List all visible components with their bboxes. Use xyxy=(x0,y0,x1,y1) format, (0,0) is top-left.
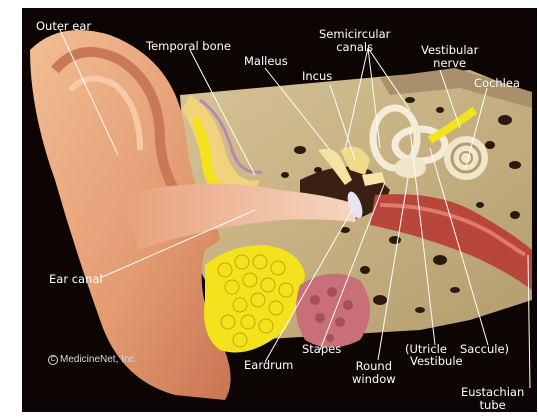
label-semicircular-line2: canals xyxy=(319,41,390,54)
vestibule-shape xyxy=(394,158,426,178)
label-cochlea: Cochlea xyxy=(474,77,520,90)
label-vestibular-line2: nerve xyxy=(421,57,478,70)
label-incus: Incus xyxy=(302,70,332,83)
label-ear-canal: Ear canal xyxy=(49,273,103,286)
label-eustachian-tube: Eustachian tube xyxy=(461,386,524,412)
label-outer-ear: Outer ear xyxy=(36,20,91,33)
label-saccule: Saccule) xyxy=(460,343,509,356)
label-malleus: Malleus xyxy=(244,55,288,68)
copyright-icon: C xyxy=(48,355,58,365)
cochlea-shape xyxy=(444,136,488,180)
label-semicircular-canals: Semicircular canals xyxy=(319,28,390,54)
label-temporal-bone: Temporal bone xyxy=(146,40,231,53)
label-eustachian-line2: tube xyxy=(461,399,524,412)
label-round-window: Round window xyxy=(352,360,396,386)
label-vestibule: Vestibule xyxy=(410,355,463,368)
label-eardrum: Eardrum xyxy=(244,359,293,372)
label-stapes: Stapes xyxy=(302,343,341,356)
copyright-text: MedicineNet, Inc. xyxy=(60,354,137,365)
label-vestibular-nerve: Vestibular nerve xyxy=(421,44,478,70)
label-round-line2: window xyxy=(352,373,396,386)
